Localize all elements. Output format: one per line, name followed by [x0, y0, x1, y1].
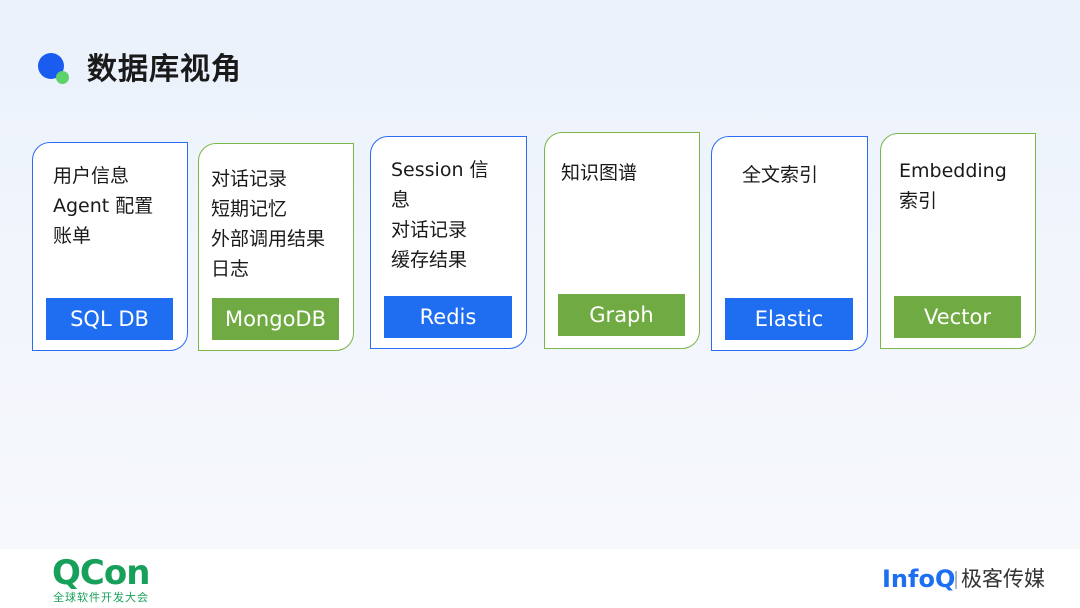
logo-divider — [955, 571, 957, 589]
card-sql-db: 用户信息 Agent 配置 账单 SQL DB — [32, 142, 188, 351]
card-tag-vector: Vector — [894, 296, 1021, 338]
card-mongodb: 对话记录 短期记忆 外部调用结果 日志 MongoDB — [198, 143, 354, 351]
slide: 数据库视角 用户信息 Agent 配置 账单 SQL DB 对话记录 短期记忆 … — [0, 0, 1080, 549]
card-elastic: 全文索引 Elastic — [711, 136, 868, 351]
card-graph: 知识图谱 Graph — [544, 132, 700, 349]
infoq-logo: InfoQ — [882, 565, 956, 593]
card-description: 全文索引 — [742, 164, 819, 186]
footer: QCon 全球软件开发大会 InfoQ 极客传媒 — [0, 549, 1080, 608]
title-bullet-accent-icon — [56, 71, 69, 84]
qcon-subtitle: 全球软件开发大会 — [53, 591, 149, 604]
card-tag-mongodb: MongoDB — [212, 298, 339, 340]
card-description: 对话记录 短期记忆 外部调用结果 日志 — [211, 168, 326, 280]
card-description: 用户信息 Agent 配置 账单 — [53, 165, 154, 247]
card-vector: Embedding 索引 Vector — [880, 133, 1036, 349]
page-title: 数据库视角 — [87, 52, 242, 87]
card-tag-elastic: Elastic — [725, 298, 853, 340]
card-tag-graph: Graph — [558, 294, 685, 336]
card-description: Embedding 索引 — [899, 160, 1007, 212]
card-tag-redis: Redis — [384, 296, 512, 338]
card-description: Session 信 息 对话记录 缓存结果 — [391, 159, 489, 271]
infoq-subtitle: 极客传媒 — [961, 567, 1045, 591]
card-redis: Session 信 息 对话记录 缓存结果 Redis — [370, 136, 527, 349]
qcon-logo: QCon — [52, 553, 150, 593]
card-tag-sql-db: SQL DB — [46, 298, 173, 340]
card-description: 知识图谱 — [561, 162, 638, 184]
